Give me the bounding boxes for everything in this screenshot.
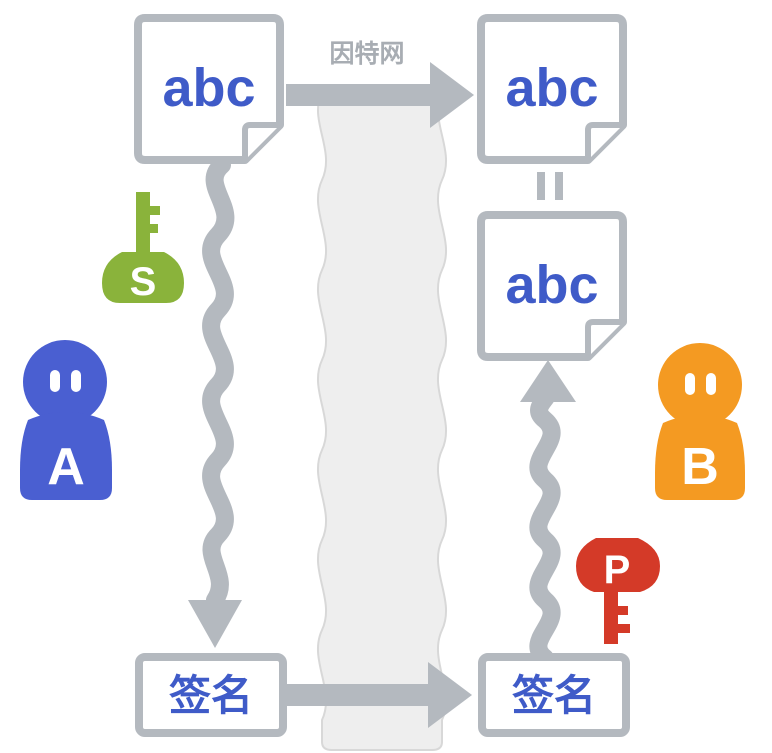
equals-sign: = <box>0 0 563 200</box>
received-document: abc <box>477 14 627 164</box>
person-a-letter: A <box>47 438 85 496</box>
verify-wavy-arrow <box>520 360 576 667</box>
receiver-signature-box: 签名 <box>478 653 630 737</box>
recovered-document-text: abc <box>505 255 598 315</box>
send-signature-arrow <box>284 662 472 728</box>
signing-wavy-arrow <box>188 156 242 648</box>
svg-text:=: = <box>0 0 1 1</box>
person-b-letter: B <box>681 438 719 496</box>
internet-label: 因特网 <box>329 39 404 68</box>
send-document-arrow <box>286 62 474 128</box>
secret-key-icon: S <box>102 192 184 304</box>
sender-signature-box: 签名 <box>135 653 287 737</box>
original-document: abc <box>134 14 284 164</box>
internet-band <box>317 91 447 751</box>
sender-signature-text: 签名 <box>169 671 253 720</box>
received-document-text: abc <box>505 58 598 118</box>
person-b-icon: B <box>655 343 745 500</box>
recovered-document: abc <box>477 211 627 361</box>
secret-key-letter: S <box>130 260 157 304</box>
receiver-signature-text: 签名 <box>512 671 596 720</box>
public-key-letter: P <box>604 548 631 592</box>
person-a-icon: A <box>20 340 112 500</box>
public-key-icon: P <box>576 538 660 644</box>
original-document-text: abc <box>162 58 255 118</box>
